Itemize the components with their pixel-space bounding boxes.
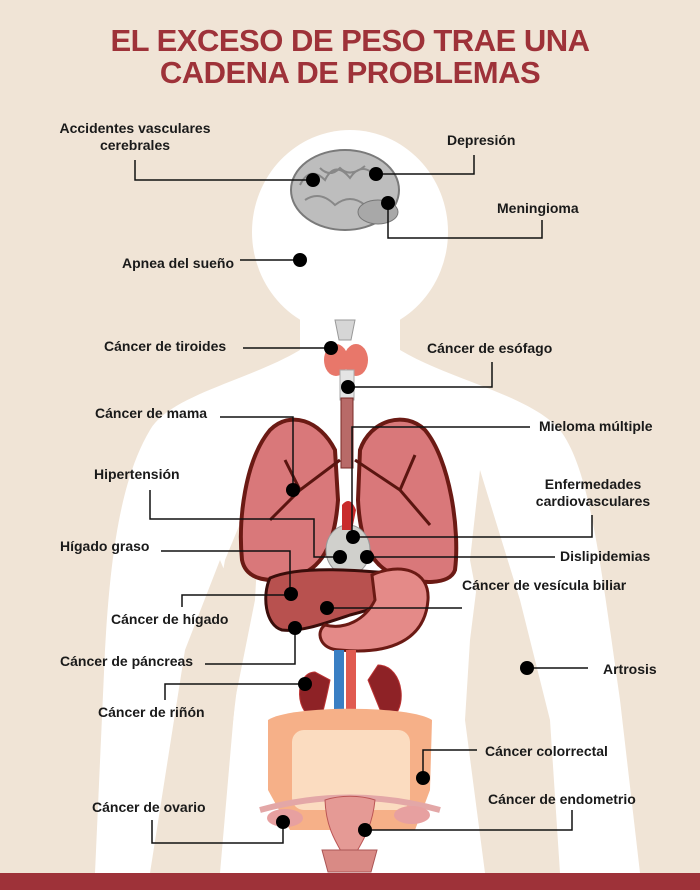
label-higado-graso: Hígado graso [60, 538, 150, 554]
thyroid-trachea [324, 319, 368, 469]
label-accidentes-vasculares: Accidentes vasculares cerebrales [45, 120, 225, 154]
label-apnea: Apnea del sueño [122, 255, 235, 271]
label-tiroides: Cáncer de tiroides [104, 338, 227, 354]
label-endometrio: Cáncer de endometrio [488, 791, 636, 807]
title-line-2: CADENA DE PROBLEMAS [159, 55, 541, 90]
label-colorrectal: Cáncer colorrectal [485, 743, 608, 759]
label-mama: Cáncer de mama [95, 405, 208, 421]
label-artrosis: Artrosis [603, 661, 657, 677]
label-hipertension: Hipertensión [94, 466, 180, 482]
label-rinon: Cáncer de riñón [98, 704, 205, 720]
title-line-1: EL EXCESO DE PESO TRAE UNA [110, 23, 590, 58]
label-meningioma: Meningioma [497, 200, 579, 216]
label-cardio-line2: cardiovasculares [535, 493, 651, 509]
label-cardiovasculares: Enfermedades cardiovasculares [528, 476, 658, 510]
label-vesicula: Cáncer de vesícula biliar [462, 577, 627, 593]
footer-bar [0, 873, 700, 890]
label-depresion: Depresión [447, 132, 516, 148]
label-cardio-line1: Enfermedades [544, 476, 642, 492]
brain [290, 149, 400, 231]
label-mieloma: Mieloma múltiple [539, 418, 653, 434]
label-accidentes-line2: cerebrales [99, 137, 171, 153]
label-esofago: Cáncer de esófago [427, 340, 553, 356]
arm-gaps [180, 470, 560, 873]
uterus [259, 794, 441, 873]
label-accidentes-line1: Accidentes vasculares [59, 120, 211, 136]
label-ovario: Cáncer de ovario [92, 799, 206, 815]
label-pancreas: Cáncer de páncreas [60, 653, 194, 669]
label-higado: Cáncer de hígado [111, 611, 229, 627]
marker-dots [276, 167, 534, 837]
leader-lines [134, 155, 593, 844]
label-dislipidemias: Dislipidemias [560, 548, 651, 564]
